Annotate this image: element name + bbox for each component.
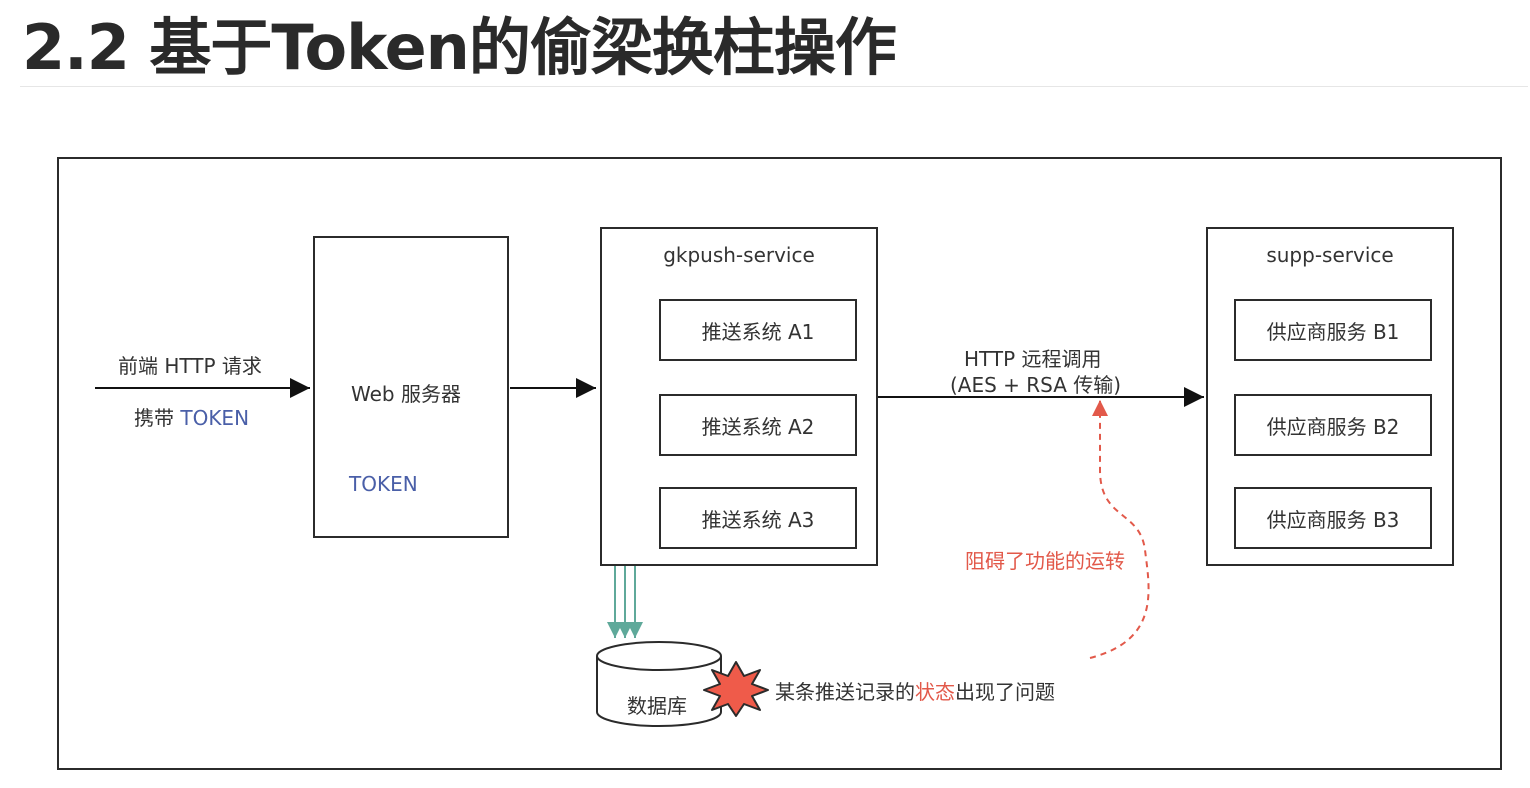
problem-note-highlight: 状态 [915, 680, 955, 704]
page-title: 2.2 基于Token的偷梁换柱操作 [22, 11, 897, 84]
database-cylinder-icon [596, 641, 722, 727]
web-server-token-label: TOKEN [349, 472, 418, 496]
web-server-box: Web 服务器 TOKEN [313, 236, 509, 538]
push-system-a3: 推送系统 A3 [659, 487, 857, 549]
supplier-service-b3: 供应商服务 B3 [1234, 487, 1432, 549]
client-token-label: 携带 TOKEN [134, 402, 249, 431]
diagram-frame [57, 157, 1502, 770]
problem-note: 某条推送记录的状态出现了问题 [775, 676, 1055, 705]
remote-call-encryption-label: (AES + RSA 传输) [950, 373, 1122, 397]
supp-service-title: supp-service [1266, 243, 1394, 267]
gkpush-service-title: gkpush-service [663, 243, 815, 267]
supplier-service-b1: 供应商服务 B1 [1234, 299, 1432, 361]
problem-note-prefix: 某条推送记录的 [775, 680, 915, 704]
remote-call-label: HTTP 远程调用 [964, 347, 1102, 371]
web-server-title: Web 服务器 [351, 382, 461, 406]
push-system-a2: 推送系统 A2 [659, 394, 857, 456]
database-label: 数据库 [627, 694, 687, 718]
title-divider [20, 86, 1528, 87]
supplier-service-b2: 供应商服务 B2 [1234, 394, 1432, 456]
problem-note-suffix: 出现了问题 [955, 680, 1055, 704]
blocked-flow-dashed [1089, 400, 1150, 659]
client-token-value: TOKEN [180, 406, 250, 430]
push-system-a1: 推送系统 A1 [659, 299, 857, 361]
explosion-icon [703, 661, 769, 717]
client-token-prefix: 携带 [134, 406, 181, 430]
blocked-note: 阻碍了功能的运转 [965, 549, 1125, 573]
client-request-label: 前端 HTTP 请求 [118, 354, 262, 378]
